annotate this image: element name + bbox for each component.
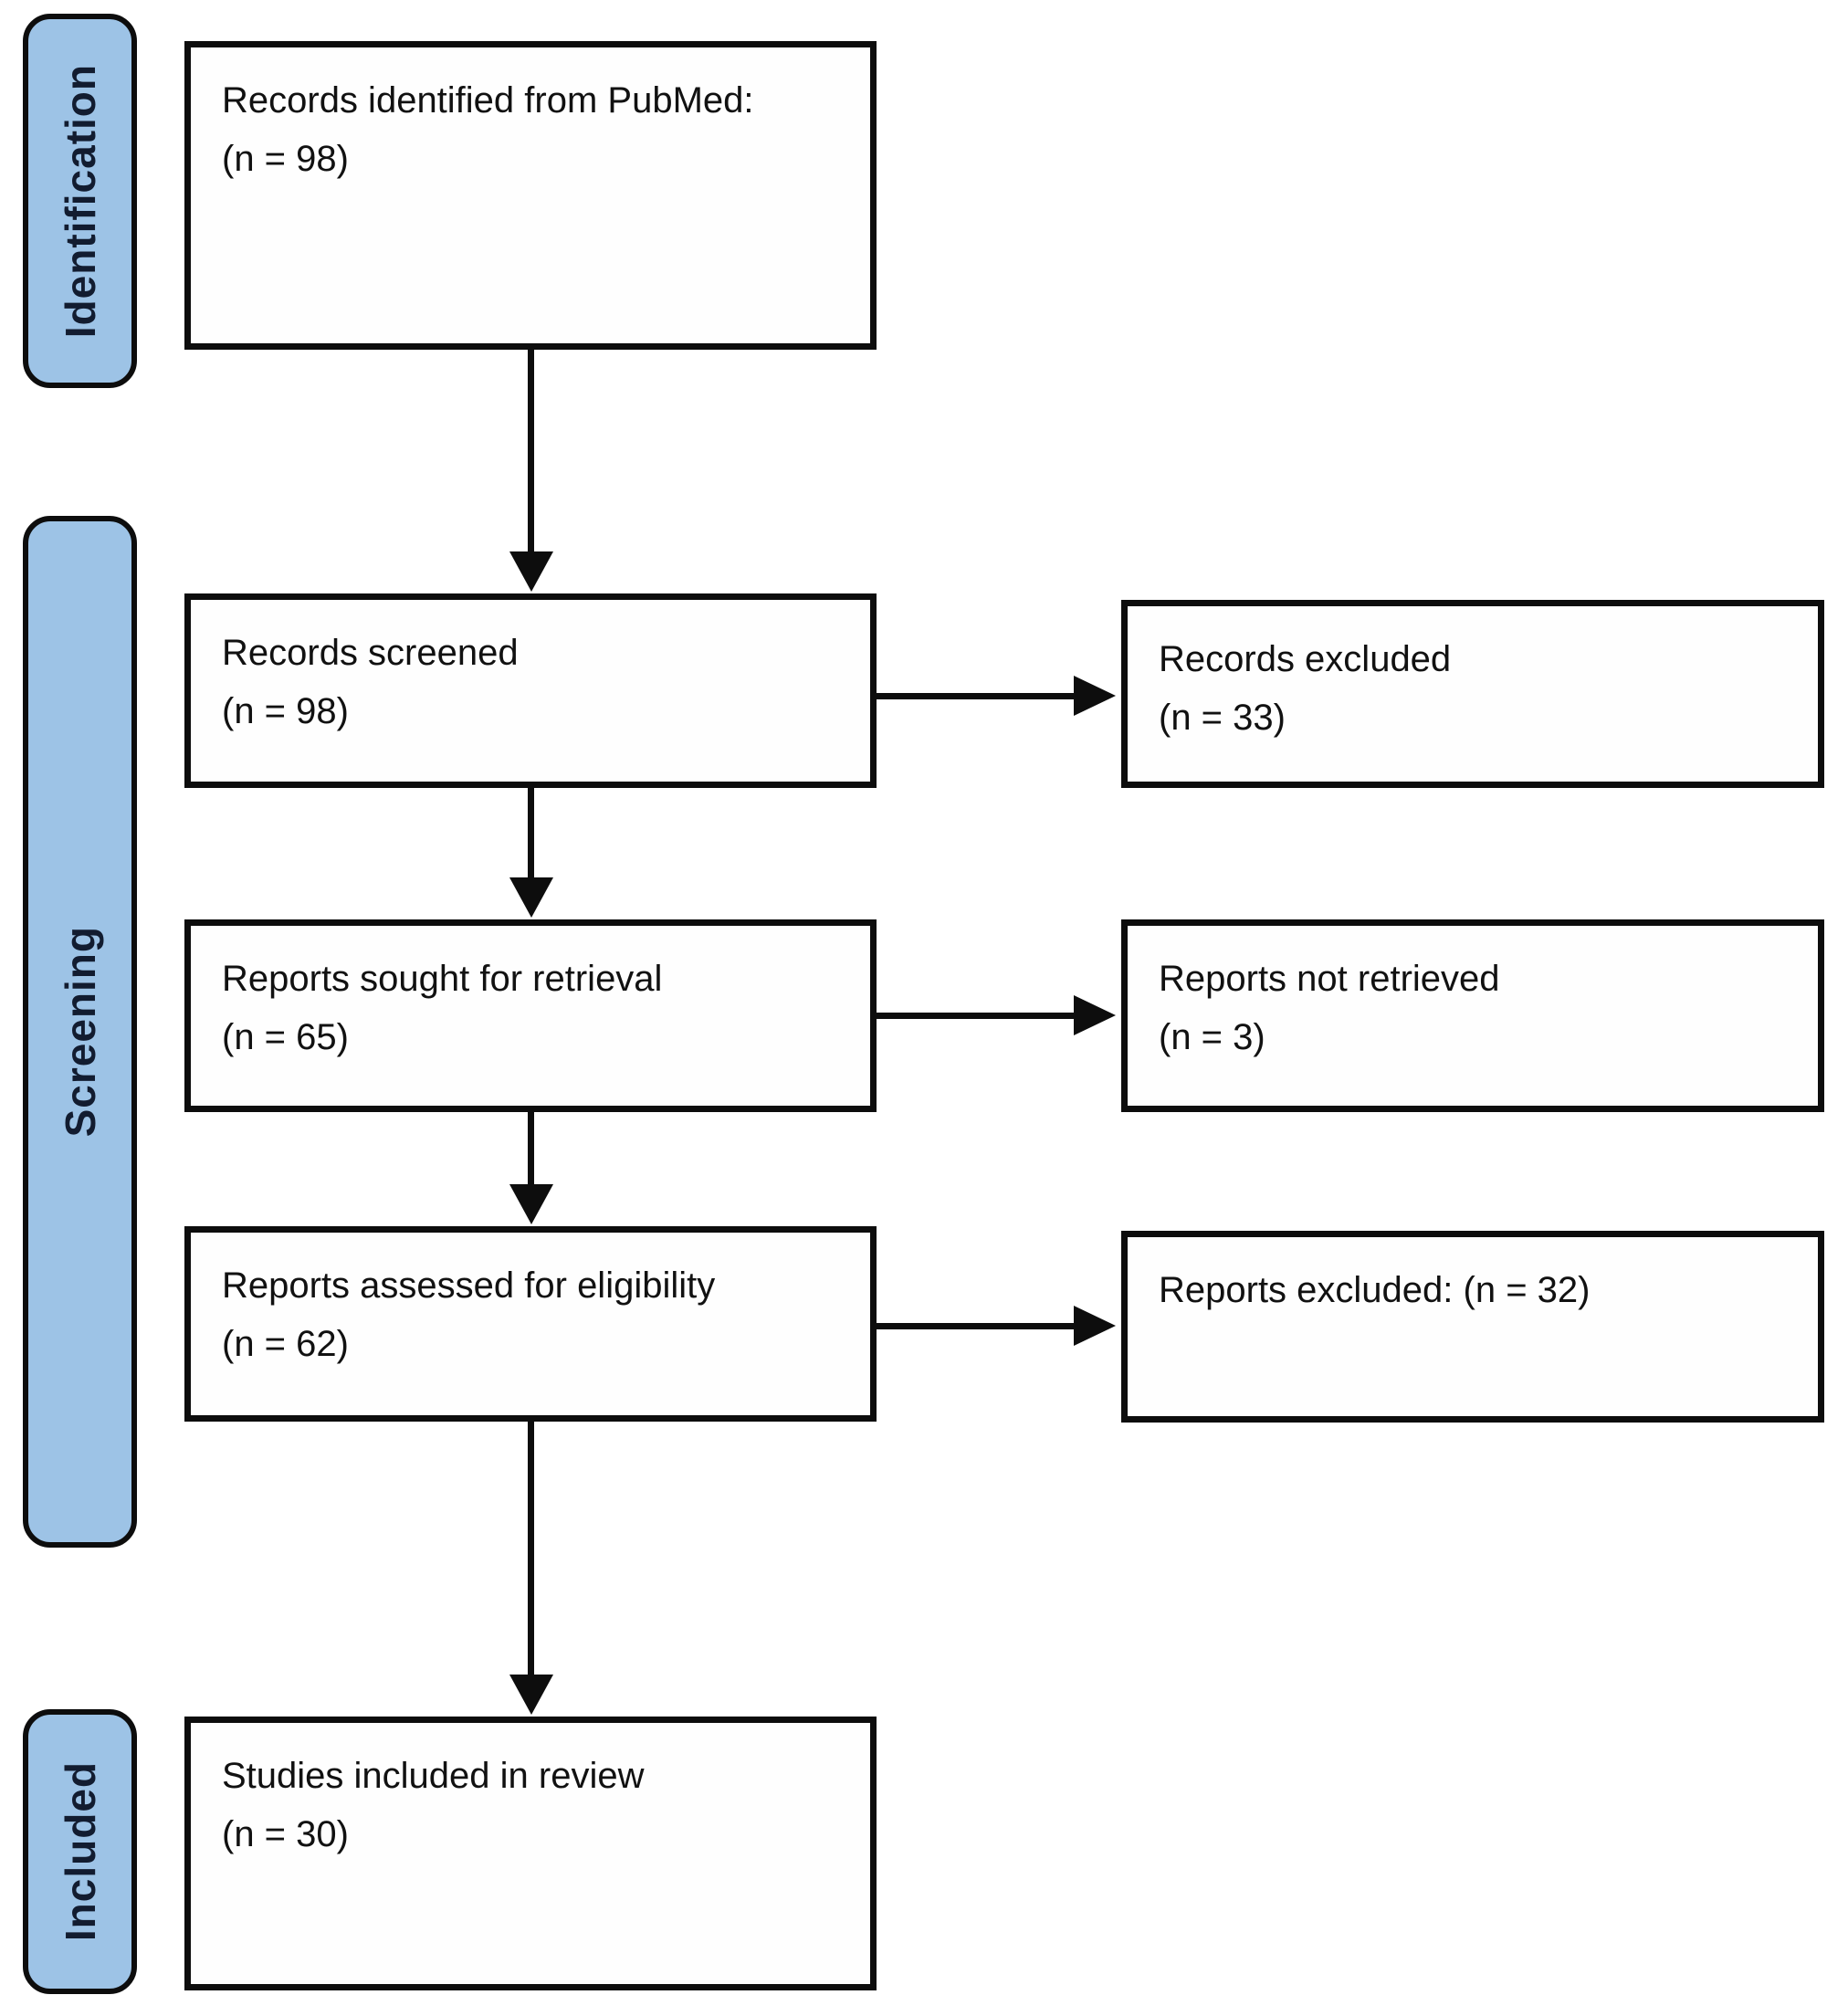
arrow-assessed-to-included-line (528, 1422, 534, 1675)
stage-tab-identification: Identification (23, 14, 137, 388)
box-records-excluded: Records excluded (n = 33) (1121, 600, 1824, 788)
box-reports-sought-line1: Reports sought for retrieval (222, 959, 663, 999)
box-studies-included: Studies included in review (n = 30) (184, 1717, 877, 1990)
box-reports-excluded-line1: Reports excluded: (n = 32) (1159, 1270, 1591, 1310)
box-records-screened: Records screened (n = 98) (184, 593, 877, 788)
arrow-screened-to-sought-line (528, 788, 534, 877)
box-records-identified-line2: (n = 98) (222, 139, 349, 179)
box-records-screened-line2: (n = 98) (222, 691, 349, 731)
box-studies-included-line1: Studies included in review (222, 1756, 645, 1796)
box-reports-assessed-line2: (n = 62) (222, 1324, 349, 1364)
box-reports-excluded: Reports excluded: (n = 32) (1121, 1231, 1824, 1423)
box-records-screened-line1: Records screened (222, 633, 519, 673)
box-reports-assessed: Reports assessed for eligibility (n = 62… (184, 1226, 877, 1422)
box-records-excluded-line1: Records excluded (1159, 639, 1452, 679)
arrow-assessed-to-included-head (509, 1675, 553, 1715)
arrow-sought-to-assessed-head (509, 1184, 553, 1224)
box-reports-assessed-line1: Reports assessed for eligibility (222, 1265, 716, 1306)
arrow-screened-to-records-excluded-line (877, 693, 1074, 699)
arrow-sought-to-not-retrieved-line (877, 1013, 1074, 1019)
box-reports-not-retrieved-line2: (n = 3) (1159, 1017, 1265, 1057)
arrow-sought-to-not-retrieved-head (1074, 995, 1116, 1035)
arrow-identified-to-screened-head (509, 551, 553, 592)
box-reports-sought-line2: (n = 65) (222, 1017, 349, 1057)
arrow-identified-to-screened-line (528, 350, 534, 551)
box-reports-not-retrieved-line1: Reports not retrieved (1159, 959, 1500, 999)
arrow-sought-to-assessed-line (528, 1112, 534, 1184)
arrow-screened-to-sought-head (509, 877, 553, 918)
box-reports-not-retrieved: Reports not retrieved (n = 3) (1121, 919, 1824, 1112)
stage-label-included: Included (56, 1761, 104, 1942)
stage-label-screening: Screening (56, 926, 104, 1138)
box-records-excluded-line2: (n = 33) (1159, 698, 1286, 738)
arrow-assessed-to-reports-excluded-head (1074, 1306, 1116, 1346)
stage-label-identification: Identification (56, 63, 104, 339)
arrow-screened-to-records-excluded-head (1074, 676, 1116, 716)
arrow-assessed-to-reports-excluded-line (877, 1323, 1074, 1329)
box-studies-included-line2: (n = 30) (222, 1814, 349, 1854)
box-reports-sought: Reports sought for retrieval (n = 65) (184, 919, 877, 1112)
box-records-identified-line1: Records identified from PubMed: (222, 80, 754, 121)
stage-tab-included: Included (23, 1709, 137, 1994)
stage-tab-screening: Screening (23, 516, 137, 1548)
box-records-identified: Records identified from PubMed: (n = 98) (184, 41, 877, 350)
